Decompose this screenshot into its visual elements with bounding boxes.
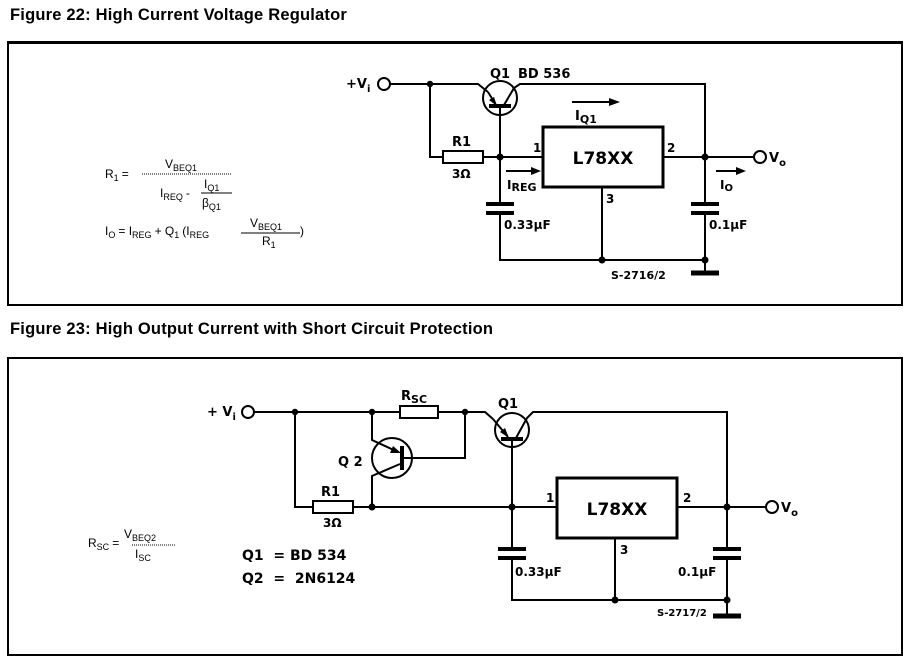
q2-label: Q 2	[338, 455, 363, 470]
r1-value: 3Ω	[323, 516, 342, 530]
rsc-label: RSC	[401, 389, 427, 406]
figure-23-equations: RSC= VBEQ2 ISC	[88, 527, 176, 563]
vout-label: Vo	[769, 151, 786, 169]
resistor-rsc	[399, 405, 439, 419]
figure-22-frame	[7, 41, 903, 306]
wire	[499, 157, 705, 261]
emitter-arrow-icon	[500, 428, 509, 438]
rsc-equation: RSC=	[88, 536, 119, 552]
pin-1-label: 1	[533, 141, 541, 155]
capacitor-input	[486, 202, 514, 215]
io-equation: IO= IREG+ Q1(IREG	[105, 224, 209, 240]
drawing-reference: S-2717/2	[657, 608, 707, 619]
junction-dot	[368, 503, 376, 511]
vin-terminal	[377, 77, 391, 91]
svg-text:βQ1: βQ1	[202, 196, 221, 212]
vout-terminal	[765, 500, 779, 514]
drawing-reference: S-2716/2	[611, 269, 666, 282]
resistor-r1	[442, 150, 484, 164]
regulator-label: L78XX	[587, 500, 648, 520]
figure-22-title: Figure 22: High Current Voltage Regulato…	[10, 6, 348, 24]
cin-value: 0.33µF	[515, 565, 562, 579]
wire	[390, 83, 489, 93]
pin-3-label: 3	[606, 192, 614, 206]
svg-text:VBEQ2: VBEQ2	[124, 527, 156, 543]
vin-label: +Vi	[346, 77, 370, 95]
wire	[254, 411, 494, 420]
transistor-q1	[482, 80, 706, 157]
iq1-arrow-icon	[572, 98, 620, 106]
resistor-r1	[312, 500, 354, 514]
q1-part-number: BD 536	[518, 67, 570, 82]
vout-terminal	[753, 150, 767, 164]
svg-text:ISC: ISC	[135, 547, 151, 563]
emitter-arrow-icon	[390, 446, 401, 453]
iq1-label: IQ1	[575, 109, 597, 126]
figure-23-circuit: + Vi RSC Q1 Q 2 R1 3Ω	[207, 389, 798, 619]
transistor-q2	[371, 412, 466, 507]
figure-23-title: Figure 23: High Output Current with Shor…	[10, 320, 494, 338]
q1-part-number: Q1 = BD 534	[242, 548, 347, 564]
transistor-q1	[492, 411, 728, 507]
svg-text:): )	[300, 224, 304, 238]
wire	[429, 84, 443, 158]
vout-label: Vo	[781, 501, 798, 519]
r1-label: R1	[321, 485, 340, 500]
junction-dot	[701, 256, 709, 264]
vin-terminal	[241, 405, 255, 419]
junction-dot	[723, 596, 731, 604]
wire	[511, 507, 727, 601]
regulator-label: L78XX	[573, 149, 634, 169]
pin-2-label: 2	[683, 491, 691, 505]
wire	[294, 412, 557, 508]
pin-1-label: 1	[546, 491, 554, 505]
cout-value: 0.1µF	[709, 218, 747, 232]
junction-dot	[598, 256, 606, 264]
io-arrow-icon	[716, 167, 746, 175]
io-label: IO	[720, 178, 733, 194]
figure-22-circuit: +Vi Q1 BD 536 IQ1 R1 3Ω	[346, 67, 786, 282]
r1-numerator: VBEQ1	[165, 157, 197, 173]
svg-text:IQ1: IQ1	[204, 177, 219, 193]
q2-part-number: Q2 = 2N6124	[242, 571, 356, 587]
capacitor-output	[691, 202, 719, 215]
pin-3-label: 3	[620, 543, 628, 557]
ireg-label: IREG	[507, 178, 536, 194]
svg-text:R1: R1	[262, 234, 276, 250]
r1-label: R1	[452, 135, 471, 150]
capacitor-input	[498, 547, 526, 560]
vin-label: + Vi	[207, 405, 236, 423]
junction-dot	[611, 596, 619, 604]
r1-value: 3Ω	[452, 167, 471, 181]
q1-label: Q1	[490, 67, 510, 82]
figure-23-frame	[7, 357, 903, 656]
q1-label: Q1	[498, 397, 518, 412]
pin-2-label: 2	[667, 141, 675, 155]
cin-value: 0.33µF	[504, 218, 551, 232]
emitter-arrow-icon	[489, 97, 497, 106]
svg-text:VBEQ1: VBEQ1	[250, 216, 282, 232]
capacitor-output	[713, 547, 741, 560]
r1-denominator: IREQ-	[160, 186, 190, 202]
cout-value: 0.1µF	[678, 565, 716, 579]
svg-text:R1=: R1=	[105, 167, 129, 183]
figure-22-equations: R1= VBEQ1 IREQ- IQ1 βQ1 IO= IREG+ Q1(IRE…	[105, 157, 304, 250]
ireg-arrow-icon	[506, 167, 541, 175]
